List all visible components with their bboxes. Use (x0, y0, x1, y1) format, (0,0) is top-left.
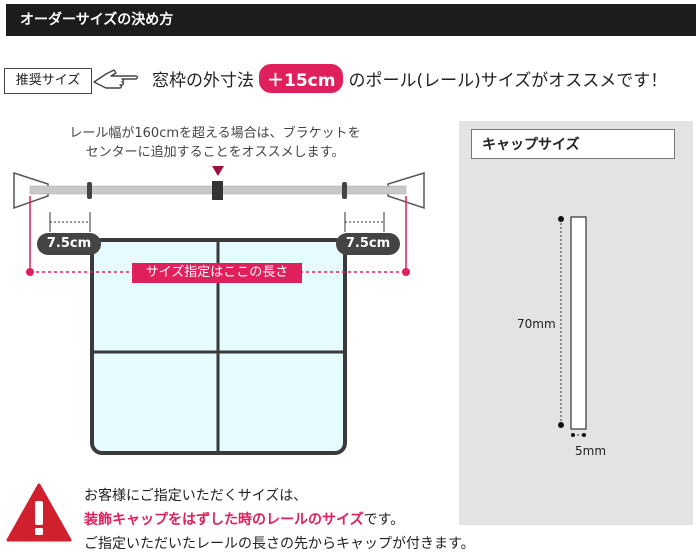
warning-line2: 装飾キャップをはずした時のレールのサイズです。 (84, 508, 475, 532)
recommended-size-badge: 推奨サイズ (4, 68, 92, 94)
warning-text: お客様にご指定いただくサイズは、 装飾キャップをはずした時のレールのサイズです。… (84, 484, 475, 556)
cap-height-label: 70mm (517, 317, 556, 331)
cap-size-title: キャップサイズ (471, 129, 675, 159)
right-bracket (342, 182, 347, 199)
cap-width-label: 5mm (575, 444, 607, 458)
section-header: オーダーサイズの決め方 (6, 4, 696, 36)
headline-text-before: 窓枠の外寸法 (152, 70, 254, 91)
pointing-hand-icon (93, 69, 139, 89)
cap-diagram (558, 216, 587, 437)
left-offset-label: 7.5cm (37, 233, 101, 255)
warning-line3: ご指定いただいたレールの長さの先からキャップが付きます。 (84, 536, 475, 552)
plus-15cm-highlight: ＋15cm (259, 63, 344, 93)
rail-window-diagram (13, 166, 425, 455)
order-size-label: サイズ指定はここの長さ (132, 263, 302, 283)
cap-shape (570, 216, 587, 430)
cap-size-panel: キャップサイズ 70mm 5mm (459, 121, 693, 525)
center-bracket (212, 181, 223, 200)
bracket-note: レール幅が160cmを超える場合は、ブラケットを センターに追加することをオスス… (40, 124, 390, 162)
right-offset-label: 7.5cm (336, 233, 400, 255)
left-bracket (87, 182, 92, 199)
warning-line2-rest: です。 (363, 512, 405, 528)
bracket-note-line2: センターに追加することをオススメします。 (85, 145, 345, 160)
warning-line1: お客様にご指定いただくサイズは、 (84, 488, 308, 504)
headline-text-after: のポール(レール)サイズがオススメです！ (348, 70, 668, 91)
warning-icon (6, 483, 72, 542)
center-marker-icon (212, 166, 224, 176)
recommend-headline: 窓枠の外寸法 ＋15cm のポール(レール)サイズがオススメです！ (152, 62, 667, 94)
warning-highlight: 装飾キャップをはずした時のレールのサイズ (84, 512, 364, 528)
bracket-note-line1: レール幅が160cmを超える場合は、ブラケットを (69, 126, 361, 141)
